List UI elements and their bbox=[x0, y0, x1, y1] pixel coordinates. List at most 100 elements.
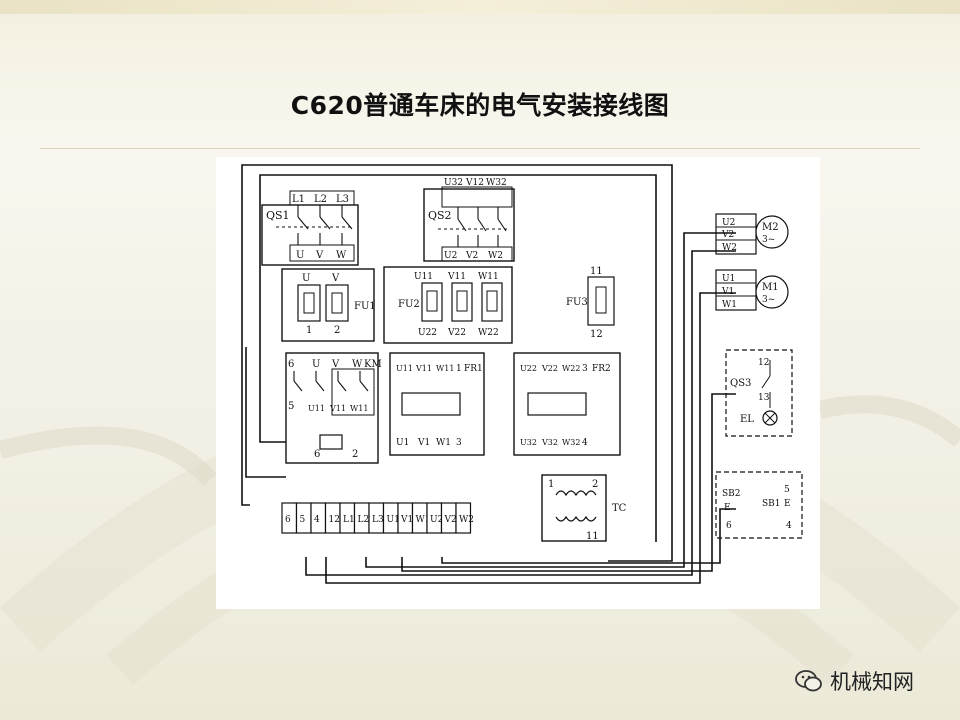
sb-e-left: E bbox=[724, 503, 731, 513]
km-t-2: 2 bbox=[352, 449, 358, 460]
qs2-in-3: W32 bbox=[486, 178, 507, 188]
wiring-diagram: QS1 L1 L2 L3 U V W QS2 U32 V12 W32 U2 V2… bbox=[241, 164, 736, 584]
m2-label: M2 bbox=[762, 222, 779, 233]
km-t-5: 5 bbox=[288, 401, 294, 412]
qs1-in-2: L2 bbox=[314, 194, 327, 205]
fr2-bottom-3: W32 bbox=[562, 438, 580, 447]
terminal-label: V2 bbox=[444, 515, 457, 525]
watermark-text: 机械知网 bbox=[830, 670, 914, 694]
terminal-label: L2 bbox=[358, 515, 370, 525]
m1-label: M1 bbox=[762, 282, 779, 293]
qs2-label: QS2 bbox=[428, 209, 452, 222]
terminal-label: U2 bbox=[430, 515, 443, 525]
terminal-label: L1 bbox=[343, 515, 355, 525]
motor-m1: U1 V1 W1 M1 3~ bbox=[715, 269, 789, 311]
watermark: 机械知网 bbox=[794, 666, 944, 696]
qs2-out-1: U2 bbox=[444, 251, 457, 261]
motor-m2: U2 V2 W2 M2 3~ bbox=[715, 213, 789, 255]
fu2-label: FU2 bbox=[398, 299, 420, 310]
tc-transformer: 1 2 11 TC bbox=[541, 474, 627, 542]
qs2-out-3: W2 bbox=[488, 251, 503, 261]
km-t-v11: V11 bbox=[329, 404, 346, 413]
fr2-thermal-relay: U22 V22 W22 3 FR2 U32 V32 W32 4 bbox=[513, 352, 621, 456]
km-contactor: 6 U V W KM 5 U11 V11 W11 6 2 bbox=[285, 352, 382, 464]
fr2-top-4: 3 bbox=[582, 364, 588, 374]
fu1-label: FU1 bbox=[354, 301, 376, 312]
sb-t-6: 6 bbox=[726, 521, 732, 531]
fr2-bottom-4: 4 bbox=[582, 438, 588, 448]
title-divider bbox=[40, 148, 920, 149]
qs1-out-3: W bbox=[336, 250, 347, 261]
km-t-6a: 6 bbox=[288, 359, 294, 370]
m1-t-1: U1 bbox=[722, 274, 735, 284]
button-box: SB2 SB1 5 6 4 E E bbox=[715, 471, 803, 539]
wechat-icon bbox=[795, 670, 822, 692]
fr2-top-1: U22 bbox=[520, 364, 537, 373]
m2-t-3: W2 bbox=[722, 243, 737, 253]
tc-label: TC bbox=[612, 503, 627, 514]
qs1-switch: QS1 L1 L2 L3 U V W bbox=[261, 190, 359, 266]
qs1-out-1: U bbox=[296, 250, 304, 261]
terminal-label: V1 bbox=[400, 515, 413, 525]
fr2-top-2: V22 bbox=[541, 364, 558, 373]
m1-t-3: W1 bbox=[722, 300, 737, 310]
slide-title: C620普通车床的电气安装接线图 bbox=[290, 91, 670, 120]
fr2-bottom-2: V32 bbox=[541, 438, 558, 447]
tc-t-11: 11 bbox=[586, 531, 599, 542]
fu3-label: FU3 bbox=[566, 297, 588, 308]
fu3-fuse: 11 12 FU3 bbox=[566, 266, 615, 340]
terminal-label: L3 bbox=[372, 515, 384, 525]
fu2-top-1: U11 bbox=[414, 272, 433, 282]
fr1-top-2: V11 bbox=[415, 364, 432, 373]
fu1-fuses: U V 1 2 FU1 bbox=[281, 268, 376, 342]
qs1-label: QS1 bbox=[266, 209, 290, 222]
terminal-label: W2 bbox=[459, 515, 474, 525]
fu1-top-2: V bbox=[331, 273, 340, 284]
qs3-label: QS3 bbox=[730, 378, 751, 389]
terminal-label: 6 bbox=[285, 515, 291, 525]
terminal-label: 12 bbox=[329, 515, 340, 525]
sb-e-right: E bbox=[784, 499, 791, 509]
fr2-bottom-1: U32 bbox=[520, 438, 537, 447]
tc-t-1: 1 bbox=[548, 479, 554, 490]
lamp-circuit: 12 13 QS3 EL bbox=[725, 349, 793, 437]
km-t-w11: W11 bbox=[350, 404, 368, 413]
qs1-out-2: V bbox=[315, 250, 324, 261]
qs1-in-3: L3 bbox=[336, 194, 349, 205]
km-t-u: U bbox=[312, 359, 320, 370]
fu1-bottom-2: 2 bbox=[334, 325, 340, 336]
fu2-bottom-3: W22 bbox=[478, 328, 499, 338]
qs2-in-2: V12 bbox=[465, 178, 484, 188]
fr1-top-1: U11 bbox=[396, 364, 413, 373]
fr1-bottom-4: 3 bbox=[456, 438, 462, 448]
fu1-bottom-1: 1 bbox=[306, 325, 312, 336]
m1-t-2: V1 bbox=[721, 287, 734, 297]
qs1-in-1: L1 bbox=[292, 194, 305, 205]
km-t-6b: 6 bbox=[314, 449, 320, 460]
top-decor-band bbox=[0, 0, 960, 14]
external-devices: U2 V2 W2 M2 3~ U1 V1 W1 M1 3~ 12 13 QS3 … bbox=[715, 213, 803, 539]
km-t-u11: U11 bbox=[308, 404, 325, 413]
fr2-top-3: W22 bbox=[562, 364, 580, 373]
fu1-top-1: U bbox=[302, 273, 310, 284]
terminal-label: U1 bbox=[387, 515, 400, 525]
m1-phase: 3~ bbox=[762, 295, 775, 305]
fu3-top: 11 bbox=[590, 266, 603, 277]
fr1-label: FR1 bbox=[464, 364, 483, 374]
fu2-top-2: V11 bbox=[447, 272, 466, 282]
sb2-label: SB2 bbox=[722, 489, 741, 499]
terminal-label: 4 bbox=[314, 515, 320, 525]
fr1-top-3: W11 bbox=[436, 364, 454, 373]
tc-t-2: 2 bbox=[592, 479, 598, 490]
fr1-bottom-2: V1 bbox=[417, 438, 430, 448]
terminal-label: 5 bbox=[300, 515, 306, 525]
fu2-bottom-1: U22 bbox=[418, 328, 437, 338]
sb-t-4: 4 bbox=[786, 521, 792, 531]
sb1-label: SB1 bbox=[762, 499, 781, 509]
qs2-out-2: V2 bbox=[465, 251, 478, 261]
el-label: EL bbox=[740, 414, 754, 425]
km-label: KM bbox=[364, 359, 382, 370]
wiring-diagram-panel: QS1 L1 L2 L3 U V W QS2 U32 V12 W32 U2 V2… bbox=[216, 157, 820, 609]
m2-t-1: U2 bbox=[722, 218, 735, 228]
fr2-label: FR2 bbox=[592, 364, 611, 374]
